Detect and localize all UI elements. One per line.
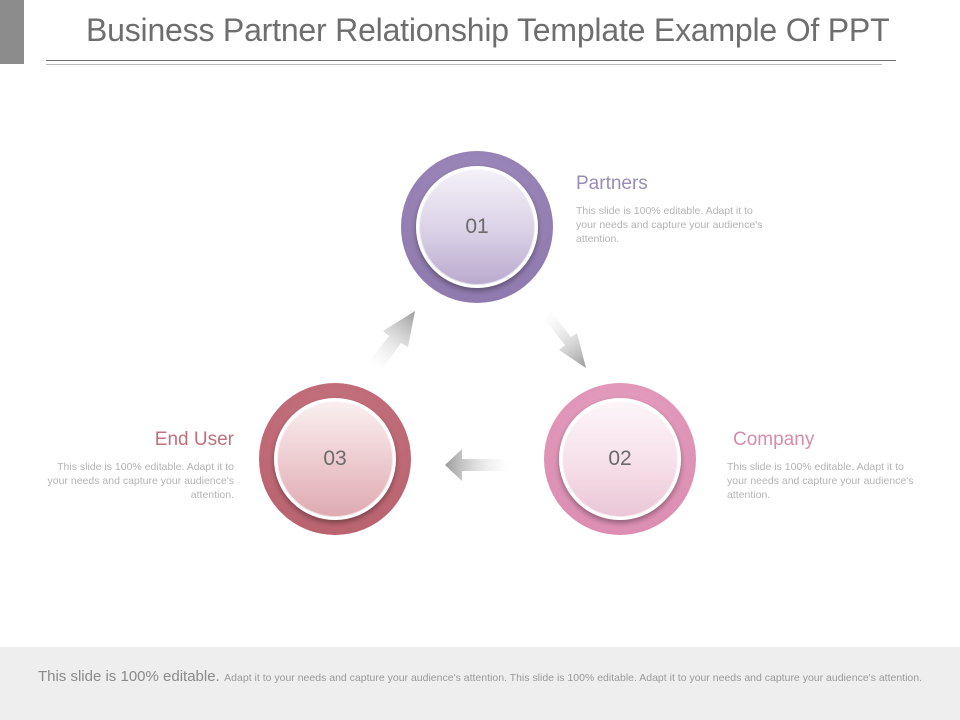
node-number: 02 <box>608 447 632 470</box>
node-01-inner-disc <box>416 166 538 288</box>
cycle-node-01: 01 <box>401 151 553 303</box>
title-divider <box>46 60 896 61</box>
title-divider-secondary <box>46 64 882 65</box>
arrow-03-to-01 <box>370 311 415 368</box>
end-user-heading: End User <box>154 429 234 450</box>
arrow-02-to-03 <box>445 449 510 481</box>
partners-heading: Partners <box>576 173 648 194</box>
slide-title: Business Partner Relationship Template E… <box>86 12 890 48</box>
arrow-01-to-02 <box>545 312 586 368</box>
node-number: 03 <box>323 447 347 470</box>
cycle-node-02: 02 <box>544 383 696 535</box>
node-02-inner-disc <box>559 398 681 520</box>
node-number: 01 <box>465 215 489 238</box>
company-description: This slide is 100% editable. Adapt it to… <box>727 461 914 501</box>
node-03-inner-disc <box>274 398 396 520</box>
end-user-description: This slide is 100% editable. Adapt it to… <box>47 461 234 501</box>
footer-lead-text: This slide is 100% editable. <box>37 668 220 685</box>
corner-accent <box>0 0 24 64</box>
company-heading: Company <box>733 429 815 450</box>
end-user-label-block: End User This slide is 100% editable. Ad… <box>44 429 234 502</box>
partners-label-block: Partners This slide is 100% editable. Ad… <box>576 173 766 246</box>
cycle-node-03: 03 <box>259 383 411 535</box>
footer-bar: This slide is 100% editable. Adapt it to… <box>0 647 960 720</box>
partners-description: This slide is 100% editable. Adapt it to… <box>576 205 763 245</box>
footer-body-text: Adapt it to your needs and capture your … <box>224 672 923 684</box>
company-label-block: Company This slide is 100% editable. Ada… <box>727 429 917 502</box>
